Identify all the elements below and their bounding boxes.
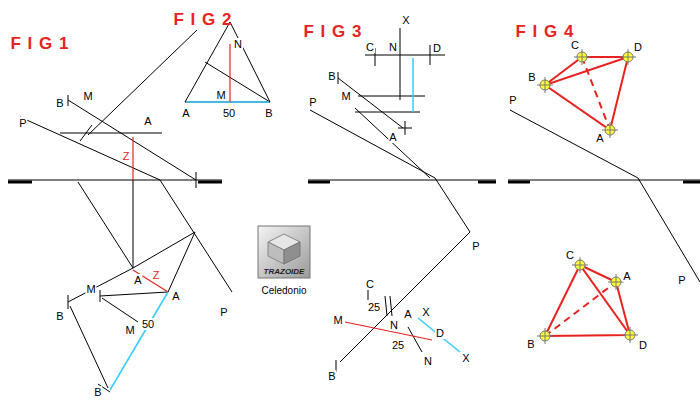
trazoide-logo — [258, 226, 310, 278]
point-label: C — [570, 39, 580, 51]
point-label: M — [332, 314, 343, 326]
point-label: P — [308, 96, 317, 108]
point-label: M — [340, 90, 351, 102]
point-label: D — [432, 42, 442, 54]
point-label: A — [622, 270, 631, 282]
point-label: X — [421, 306, 430, 318]
point-label: D — [638, 339, 648, 351]
point-label: A — [403, 308, 412, 320]
point-label: P — [471, 240, 480, 252]
vertex-markers — [537, 49, 638, 344]
point-label: C — [365, 278, 375, 290]
point-label: N — [388, 41, 398, 53]
point-label: B — [327, 370, 336, 382]
figure-title: F I G 2 — [173, 11, 234, 29]
point-label: C — [365, 41, 375, 53]
point-label: X — [461, 352, 470, 364]
distance-label: Z — [122, 150, 131, 162]
point-label: B — [526, 338, 535, 350]
dimension: 50 — [222, 107, 236, 119]
dimension: 25 — [367, 301, 381, 313]
point-label: P — [18, 117, 27, 129]
distance-label: Z — [152, 269, 161, 281]
point-label: M — [85, 283, 96, 295]
point-label: A — [595, 132, 604, 144]
point-label: B — [327, 70, 336, 82]
logo-text: TRAZOIDE — [263, 267, 306, 276]
fig1-lines — [8, 30, 232, 392]
point-label: B — [527, 71, 536, 83]
point-label: N — [233, 38, 243, 50]
point-label: P — [508, 94, 517, 106]
point-label: M — [124, 324, 135, 336]
point-label: B — [55, 310, 64, 322]
fig4-lines — [508, 110, 700, 282]
point-label: A — [388, 131, 397, 143]
point-label: B — [264, 107, 273, 119]
point-label: A — [133, 274, 142, 286]
point-label: N — [389, 319, 399, 331]
point-label: P — [219, 306, 228, 318]
dimension: 50 — [141, 318, 155, 330]
point-label: B — [93, 386, 102, 398]
dimension: 25 — [391, 339, 405, 351]
point-label: A — [171, 290, 180, 302]
logo-caption: Celedonio — [260, 285, 307, 296]
point-label: P — [677, 274, 686, 286]
point-label: D — [435, 327, 445, 339]
figure-title: F I G 1 — [10, 35, 71, 53]
figure-title: F I G 3 — [303, 23, 364, 41]
point-label: B — [55, 97, 64, 109]
tetrahedron-edges — [545, 57, 630, 336]
figure-title: F I G 4 — [515, 23, 576, 41]
point-label: N — [423, 355, 433, 367]
point-label: A — [143, 115, 152, 127]
point-label: M — [215, 89, 226, 101]
fig3-lines — [308, 28, 496, 372]
point-label: C — [565, 249, 575, 261]
point-label: M — [82, 90, 93, 102]
fig2-lines — [185, 22, 270, 102]
point-label: X — [401, 14, 410, 26]
point-label: D — [633, 41, 643, 53]
point-label: A — [181, 107, 190, 119]
